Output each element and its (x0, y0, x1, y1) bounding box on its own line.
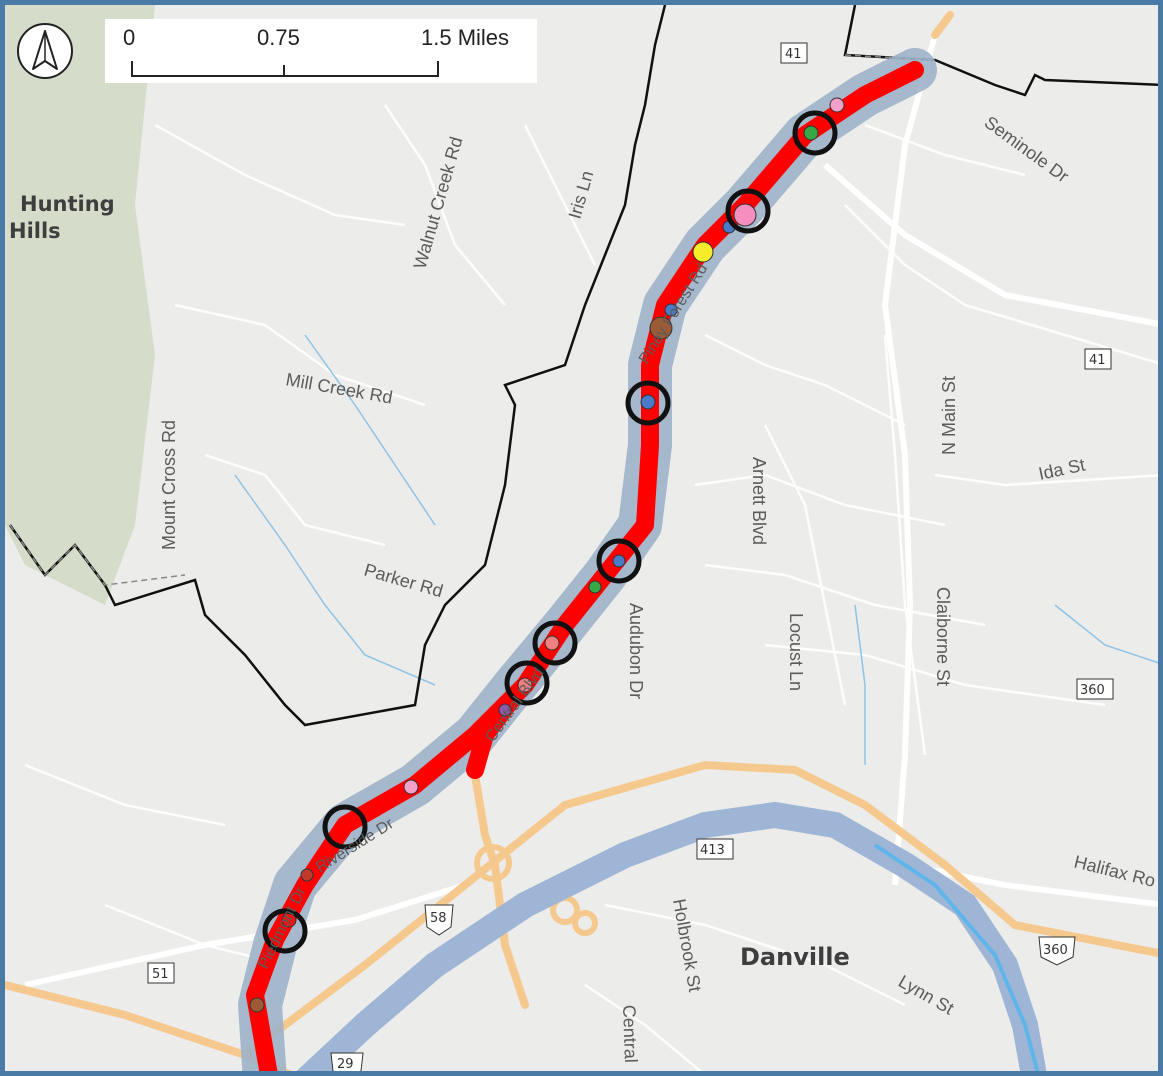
route-buffer (238, 48, 937, 1071)
hotspot-ring (262, 908, 308, 954)
park-area (5, 5, 155, 605)
label-locust: Locust Ln (786, 613, 806, 691)
shield-360-bottom: 360 (1038, 936, 1076, 966)
incident-point (803, 125, 819, 141)
north-arrow (17, 23, 73, 79)
label-parker: Parker Rd (362, 560, 445, 602)
shield-29: 29 (330, 1052, 364, 1072)
incident-point (649, 316, 673, 340)
shield-41-right: 41 (1084, 348, 1112, 370)
label-hunting-hills: Hunting (20, 192, 115, 216)
incident-point (517, 677, 533, 693)
scale-tick-mid: 0.75 (257, 25, 300, 50)
scale-bar: 0 0.75 1.5 Miles (105, 19, 537, 83)
label-lynn: Lynn St (895, 971, 957, 1019)
incident-point (300, 868, 314, 882)
shield-text: 51 (152, 967, 169, 982)
shield-text: 58 (430, 911, 447, 926)
shield-58: 58 (424, 904, 454, 936)
label-seminole: Seminole Dr (981, 112, 1073, 186)
dan-river-channel (873, 843, 1040, 1071)
incident-point (733, 203, 757, 227)
incident-point (829, 97, 845, 113)
incident-points[interactable] (249, 97, 845, 1013)
streams (234, 334, 1158, 765)
incident-point (588, 580, 602, 594)
hotspot-ring (322, 804, 368, 850)
scale-bar-line (131, 75, 439, 77)
scale-tick-end: 1.5 Miles (421, 25, 510, 50)
label-audubon: Audubon Dr (626, 603, 646, 699)
incident-point (249, 997, 265, 1013)
hotspot-ring (532, 620, 578, 666)
hotspot-ring (504, 660, 550, 706)
shield-text: 413 (700, 843, 725, 858)
dan-river (296, 801, 1047, 1071)
label-halifax: Halifax Ro (1072, 851, 1157, 890)
shield-text: 41 (785, 47, 802, 62)
map-canvas[interactable]: Walnut Creek Rd Iris Ln Mill Creek Rd Mo… (5, 5, 1163, 1076)
incident-point (692, 241, 714, 263)
label-mount-cross: Mount Cross Rd (159, 420, 179, 550)
shield-text: 360 (1043, 943, 1068, 958)
label-central: Central (619, 1004, 641, 1063)
label-claiborne: Claiborne St (933, 587, 953, 686)
hotspot-ring (792, 110, 838, 156)
scale-tick-line (283, 65, 285, 77)
city-boundary (8, 5, 667, 727)
shield-413: 413 (696, 838, 734, 860)
label-holbrook: Holbrook St (669, 897, 705, 993)
label-hunting-hills-2: Hills (9, 219, 61, 243)
hotspot-ring (596, 538, 642, 584)
incident-point (640, 394, 656, 410)
label-iris: Iris Ln (565, 168, 598, 221)
shield-360-right: 360 (1076, 678, 1114, 700)
scale-tick-0: 0 (123, 25, 136, 50)
hotspot-ring (725, 188, 771, 234)
hotspot-ring (625, 380, 671, 426)
incident-point (403, 779, 419, 795)
shield-text: 360 (1080, 683, 1105, 698)
label-arnett: Arnett Blvd (749, 457, 769, 545)
scale-tick-line (437, 61, 439, 77)
hotspot-rings[interactable] (262, 110, 838, 954)
label-mill-creek: Mill Creek Rd (284, 369, 394, 407)
shield-51: 51 (147, 962, 175, 984)
shield-text: 29 (337, 1057, 354, 1072)
shield-text: 41 (1089, 353, 1106, 368)
incident-point (612, 554, 626, 568)
scale-tick-line (131, 61, 133, 77)
label-n-main: N Main St (939, 376, 959, 455)
north-arrow-icon (32, 30, 58, 70)
shield-41-top: 41 (780, 42, 808, 64)
incident-point (544, 635, 560, 651)
incident-point (664, 303, 678, 317)
incident-point (498, 703, 512, 717)
label-danville: Danville (740, 943, 850, 971)
